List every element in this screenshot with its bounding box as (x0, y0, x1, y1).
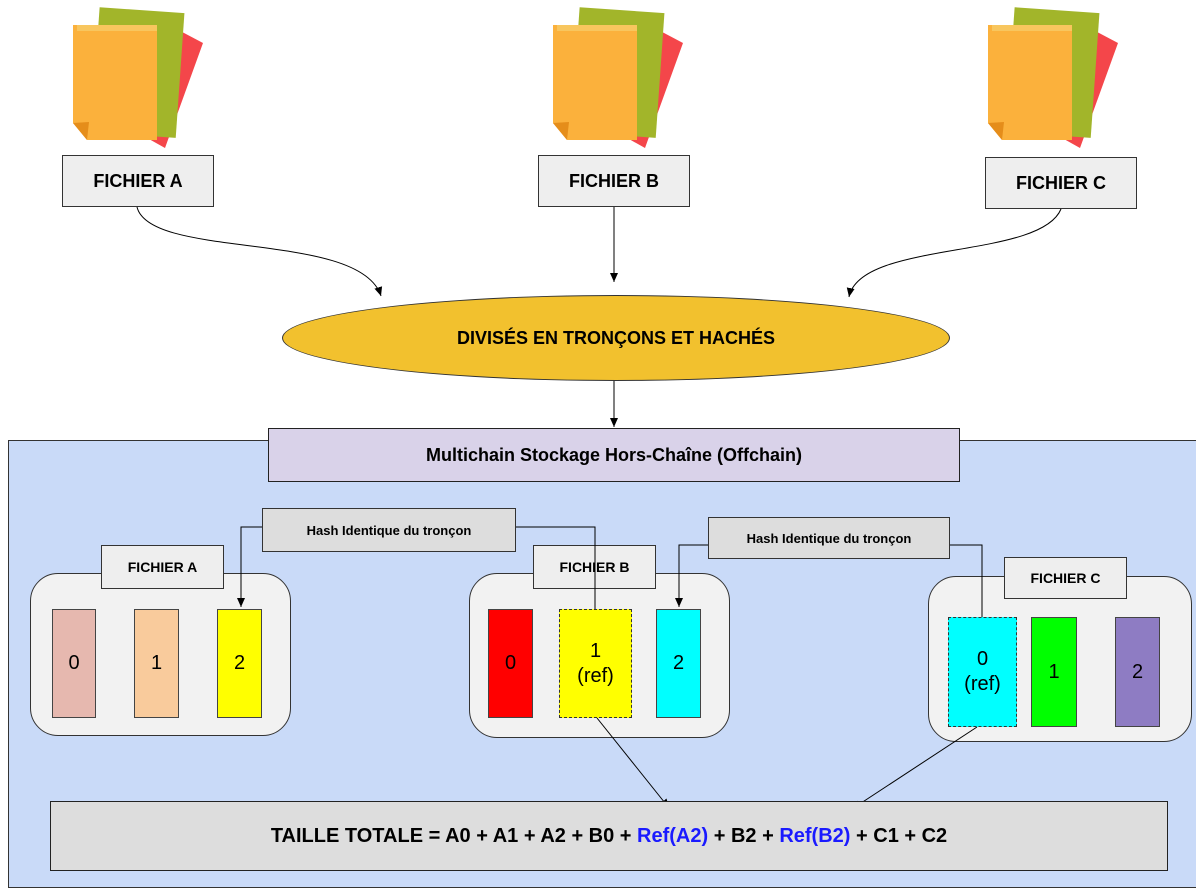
total-ref-b2: Ref(B2) (779, 824, 851, 847)
total-ref-a2: Ref(A2) (637, 824, 709, 847)
chunk-a1-label: 1 (150, 652, 163, 674)
chunk-c2: 2 (1115, 617, 1160, 727)
chunk-b0: 0 (488, 609, 533, 718)
chunk-c1-label: 1 (1048, 660, 1060, 683)
arrow-file-c-to-process (846, 208, 1062, 298)
chunk-a2: 2 (217, 609, 262, 718)
arrow-ref-c0-to-total (851, 726, 978, 810)
file-b-label: FICHIER B (538, 155, 690, 207)
chunk-b1-ref: 1 (ref) (559, 609, 632, 718)
chunk-b0-label: 0 (504, 652, 517, 674)
chunk-b1-ref-label: (ref) (577, 664, 614, 687)
documents-icon (553, 7, 683, 148)
chunk-b2-label: 2 (672, 652, 685, 674)
file-c-label: FICHIER C (985, 157, 1137, 209)
process-ellipse: DIVISÉS EN TRONÇONS ET HACHÉS (282, 295, 950, 381)
group-a-label: FICHIER A (101, 545, 224, 589)
total-prefix: TAILLE TOTALE = A0 + A1 + A2 + B0 + (270, 824, 638, 847)
chunk-c1: 1 (1031, 617, 1077, 727)
storage-title-text: Multichain Stockage Hors-Chaîne (Offchai… (425, 444, 803, 465)
chunk-a1: 1 (134, 609, 179, 718)
total-mid: + B2 + (708, 824, 780, 847)
total-suffix: + C1 + C2 (850, 824, 948, 847)
storage-title: Multichain Stockage Hors-Chaîne (Offchai… (268, 428, 960, 482)
total-size-box: TAILLE TOTALE = A0 + A1 + A2 + B0 + Ref(… (50, 801, 1168, 871)
hash-note-2: Hash Identique du tronçon (708, 517, 950, 559)
process-label: DIVISÉS EN TRONÇONS ET HACHÉS (456, 327, 776, 348)
chunk-c0-label: 0 (976, 648, 989, 670)
chunk-a2-label: 2 (233, 652, 246, 674)
chunk-c0-ref: 0 (ref) (948, 617, 1017, 727)
chunk-b2: 2 (656, 609, 701, 718)
hash-note-1: Hash Identique du tronçon (262, 508, 516, 552)
chunk-a0-label: 0 (68, 652, 80, 674)
chunk-c0-ref-label: (ref) (964, 673, 1001, 695)
chunk-b1-label: 1 (589, 639, 602, 662)
chunk-c2-label: 2 (1131, 660, 1144, 683)
group-c-label: FICHIER C (1004, 557, 1127, 599)
total-formula: TAILLE TOTALE = A0 + A1 + A2 + B0 + Ref(… (271, 825, 947, 848)
file-a-label: FICHIER A (62, 155, 214, 207)
arrow-ref-b1-to-total (596, 717, 670, 809)
documents-icon (988, 7, 1118, 148)
documents-icon (73, 7, 203, 148)
chunk-a0: 0 (52, 609, 96, 718)
arrow-file-a-to-process (136, 206, 383, 297)
